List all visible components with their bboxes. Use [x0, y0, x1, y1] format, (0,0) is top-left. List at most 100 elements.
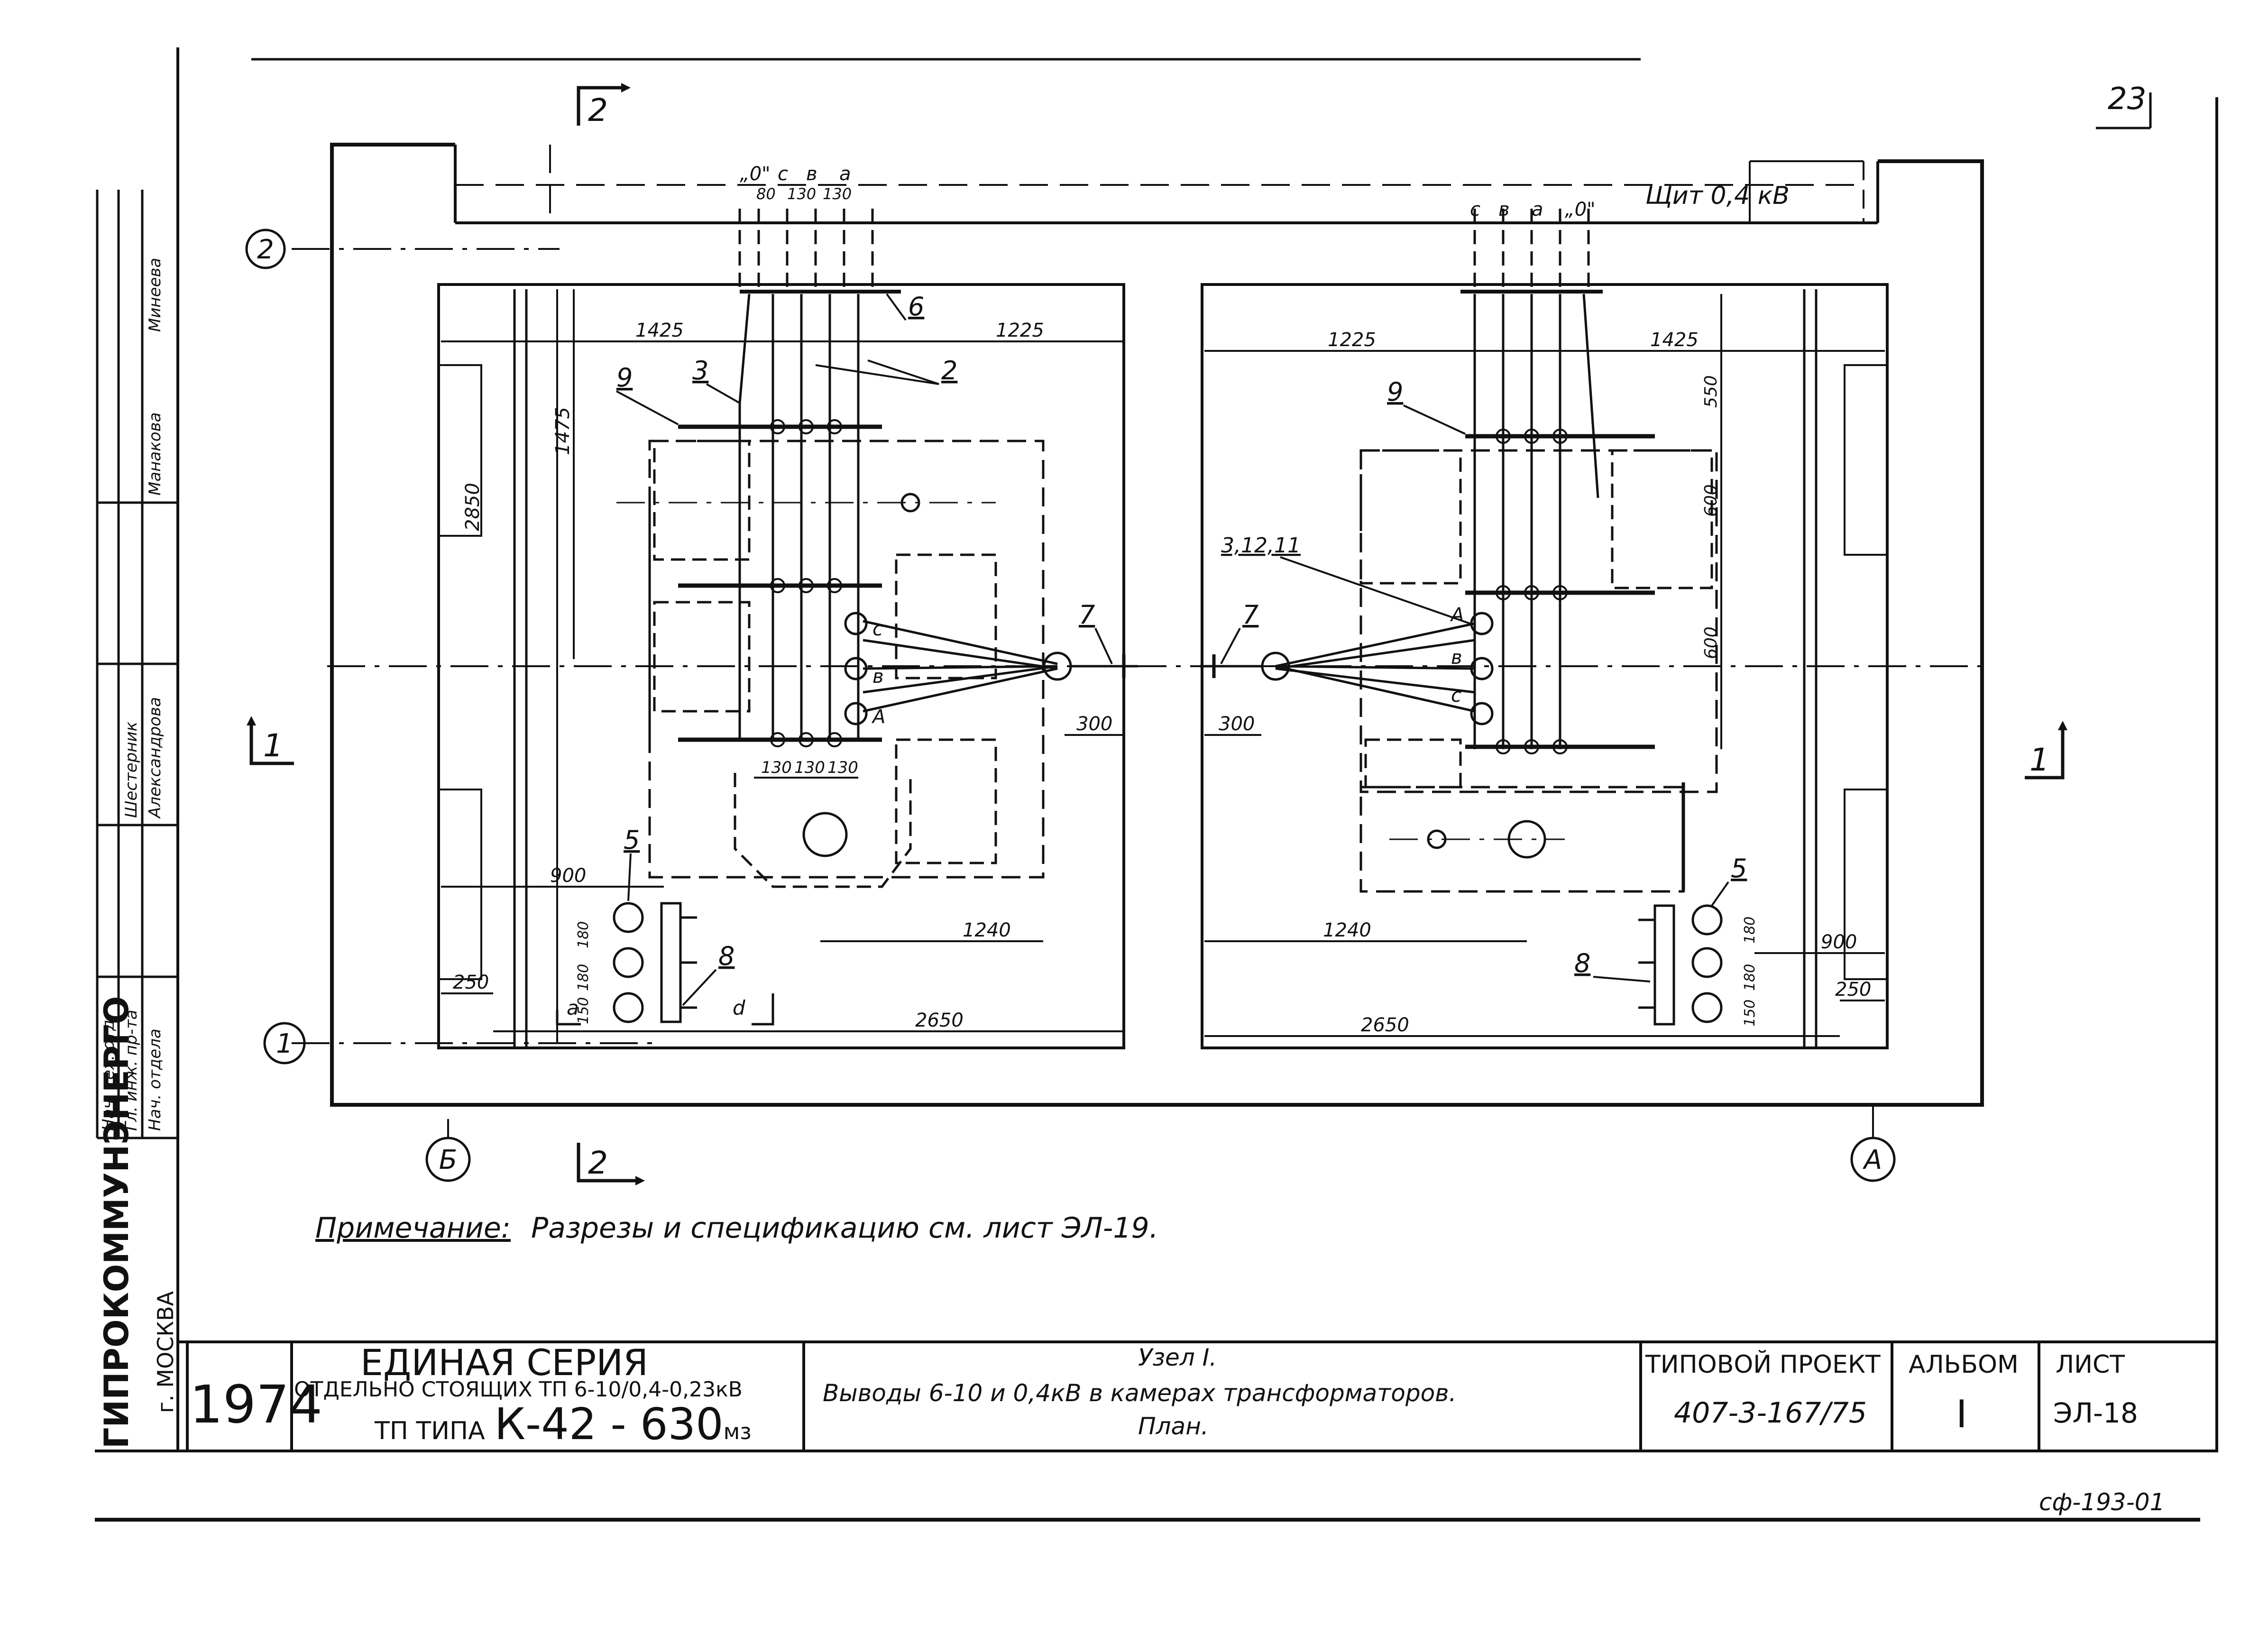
album-label: АЛЬБОМ — [1909, 1350, 2019, 1379]
city-label: г. МОСКВА — [153, 1291, 178, 1413]
axis-bubble-b: Б — [425, 1137, 471, 1182]
right-insulators — [1638, 904, 1723, 1026]
right-dim-v180a: 180 — [1742, 917, 1758, 944]
left-bus-spacing-1: 130 — [761, 758, 792, 777]
left-dim-900: 900 — [550, 865, 586, 887]
left-callout-3: 3 — [692, 356, 740, 404]
svg-text:8: 8 — [718, 941, 735, 971]
left-callout-2: 2 — [815, 356, 957, 385]
right-dim-v150: 150 — [1742, 1000, 1758, 1027]
svg-text:9: 9 — [1387, 377, 1403, 407]
left-dim-250: 250 — [453, 972, 489, 993]
left-callout-5: 5 — [624, 825, 640, 901]
right-dim-600b: 600 — [1701, 626, 1721, 659]
right-vertical-busbar-rail — [1803, 289, 1818, 1048]
series-title: ЕДИНАЯ СЕРИЯ — [360, 1341, 648, 1384]
svg-text:130: 130 — [787, 185, 816, 203]
svg-text:А: А — [1863, 1145, 1882, 1175]
project-label: ТИПОВОЙ ПРОЕКТ — [1645, 1350, 1881, 1379]
svg-text:6: 6 — [908, 292, 924, 321]
svg-text:Разрезы и спецификацию см. л: Разрезы и спецификацию см. лист ЭЛ-19. — [531, 1211, 1158, 1245]
right-bus-hatching — [1496, 429, 1568, 754]
svg-text:в: в — [872, 666, 884, 688]
svg-text:Гл. инж. пр-та: Гл. инж. пр-та — [122, 1010, 141, 1131]
left-dim-1425: 1425 — [635, 320, 684, 341]
right-callout-7: 7 — [1220, 600, 1258, 664]
left-dim-1240: 1240 — [963, 919, 1011, 941]
right-callout-3-12-11: 3,12,11 — [1221, 533, 1470, 624]
svg-text:Шестерник: Шестерник — [122, 721, 141, 818]
svg-text:Минеева: Минеева — [146, 258, 165, 332]
svg-text:Примечание:: Примечание: — [315, 1211, 511, 1245]
description-line3: План. — [1138, 1413, 1209, 1440]
staff-strip — [96, 190, 178, 1139]
svg-text:Манакова: Манакова — [146, 413, 165, 496]
section-mark-1-right: 1 — [2025, 721, 2067, 780]
svg-text:8: 8 — [1574, 948, 1590, 978]
right-dimension-lines — [1204, 294, 1885, 1037]
svg-text:80: 80 — [756, 185, 776, 203]
svg-text:2: 2 — [941, 356, 957, 385]
svg-text:a: a — [1532, 199, 1543, 220]
board-label: Щит 0,4 кВ — [1645, 182, 1790, 210]
svg-text:„0": „0" — [1565, 199, 1596, 220]
svg-text:c: c — [872, 618, 883, 640]
svg-text:„0": „0" — [740, 163, 771, 185]
left-insulators — [613, 902, 697, 1023]
svg-text:A: A — [1450, 604, 1464, 626]
svg-text:c: c — [778, 163, 788, 185]
left-dim-300: 300 — [1076, 713, 1112, 735]
right-dim-300: 300 — [1219, 713, 1255, 735]
svg-text:5: 5 — [624, 825, 640, 855]
left-dim-1475: 1475 — [552, 407, 574, 455]
svg-text:в: в — [1498, 199, 1510, 220]
building-walls — [330, 143, 1984, 1107]
svg-text:Александрова: Александрова — [146, 697, 165, 819]
sheet-label: ЛИСТ — [2056, 1350, 2125, 1379]
description-line1: Узел I. — [1138, 1344, 1217, 1371]
left-dim-1225: 1225 — [996, 320, 1044, 341]
sheet-number: ЭЛ-18 — [2053, 1397, 2138, 1429]
left-phase-labels: „0" c в a 80 130 130 — [740, 163, 852, 203]
left-callout-9: 9 — [616, 363, 679, 425]
right-dim-600a: 600 — [1701, 484, 1721, 517]
left-terminal-labels: c в A — [871, 618, 885, 728]
left-dim-v180a: 180 — [575, 921, 592, 948]
svg-text:7: 7 — [1079, 600, 1095, 630]
left-bus-hatching — [770, 419, 842, 747]
svg-text:в: в — [1451, 647, 1462, 669]
project-number: 407-3-167/75 — [1674, 1396, 1867, 1430]
svg-text:7: 7 — [1242, 600, 1258, 630]
svg-text:Б: Б — [439, 1145, 457, 1175]
svg-text:A: A — [871, 706, 885, 728]
page-number: 23 — [2108, 82, 2146, 117]
svg-text:c: c — [1451, 685, 1461, 707]
right-dim-250: 250 — [1835, 979, 1871, 1000]
left-callout-7: 7 — [1079, 600, 1113, 664]
left-callout-6: 6 — [886, 292, 924, 321]
staff-roles: Нач. тех. отд Гл. инж. пр-та Нач. отдела — [99, 1010, 165, 1131]
left-section-d: d — [733, 993, 774, 1026]
right-dim-550: 550 — [1701, 375, 1721, 408]
right-dim-1425: 1425 — [1650, 329, 1699, 351]
svg-text:3: 3 — [692, 356, 708, 385]
left-dim-v180b: 180 — [575, 964, 592, 991]
section-mark-1-left: 1 — [247, 716, 294, 765]
svg-text:130: 130 — [823, 185, 852, 203]
left-callout-8: 8 — [682, 941, 735, 1006]
right-dim-1225: 1225 — [1328, 329, 1376, 351]
left-cable-bundle — [678, 209, 901, 742]
right-dim-v180b: 180 — [1742, 964, 1758, 991]
svg-text:2: 2 — [588, 92, 608, 128]
svg-text:1: 1 — [2029, 742, 2049, 778]
svg-text:а: а — [567, 996, 579, 1019]
right-cable-leads — [1200, 612, 1494, 725]
svg-text:5: 5 — [1731, 854, 1747, 883]
svg-text:d: d — [733, 996, 745, 1019]
svg-text:a: a — [839, 163, 851, 185]
stamp-code: сф-193-01 — [2039, 1488, 2165, 1516]
axis-bubble-a: А — [1850, 1137, 1896, 1182]
note: Примечание: Разрезы и спецификацию см. л… — [315, 1211, 1158, 1245]
sheet-frame — [95, 47, 2218, 1522]
